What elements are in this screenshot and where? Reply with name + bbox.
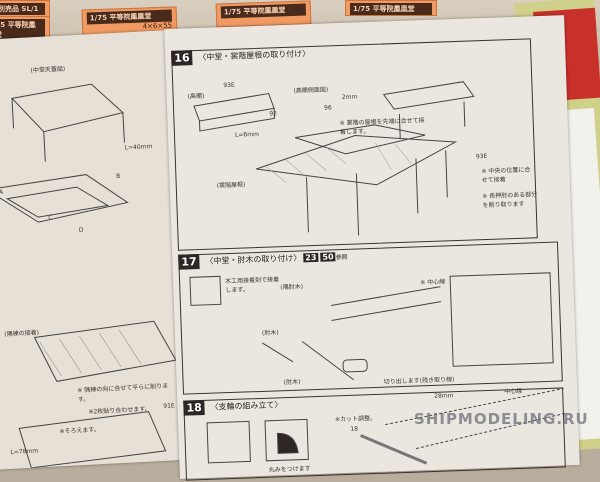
watermark: SHIPMODELING.RU xyxy=(414,410,589,428)
step-18: 18 〈支輪の組み立て〉 丸みをつけます ※カット調整。 18 28mm 中心線 xyxy=(183,387,566,481)
caption: L=78mm xyxy=(10,447,39,456)
caption: ※ 中心線 xyxy=(420,278,446,287)
caption: ※カット調整。 xyxy=(334,414,377,424)
caption: L=40mm xyxy=(124,143,153,152)
caption: 28mm xyxy=(434,392,454,400)
caption: (肘木) xyxy=(283,378,301,387)
caption: 93E xyxy=(475,152,488,161)
caption: 丸みをつけます xyxy=(268,465,311,474)
caption: 中心線 xyxy=(504,387,523,396)
caption: (中堂天蓋組) xyxy=(30,65,66,75)
caption: ※ 長押肘のある部分を削り取ります xyxy=(482,191,538,210)
caption: (高欄) xyxy=(187,92,205,101)
caption: (肘木) xyxy=(261,329,279,337)
caption: ※ 裳階の屋根を先端に合せて接着します。 xyxy=(339,117,425,137)
label-title: 1/75 平等院鳳凰堂 xyxy=(350,3,432,15)
caption: ※ 中央の位置に合せて接着 xyxy=(481,166,531,185)
bracket-drawing xyxy=(189,272,554,381)
caption: (隅棟の接着) xyxy=(4,329,40,339)
caption: D xyxy=(78,226,84,235)
caption: (裳階屋根) xyxy=(216,181,246,190)
part-label: 1/75 平等院鳳凰堂 xyxy=(0,16,50,41)
caption: C xyxy=(48,214,53,222)
caption: (隅肘木) xyxy=(280,283,304,292)
caption: 96 xyxy=(324,104,332,112)
instruction-page-left: (中堂天蓋組) A B C D L=40mm (隅棟の接着) ※ 隅棟の向に合せ… xyxy=(0,30,192,470)
label-title: 1/75 平等院鳳凰堂 xyxy=(220,3,307,19)
label-title: 1/75 平等院鳳凰堂 xyxy=(0,19,45,41)
caption: L=6mm xyxy=(234,130,260,139)
caption: A xyxy=(0,188,4,197)
caption: (高欄側面図) xyxy=(293,86,329,95)
caption: 92 xyxy=(269,110,278,118)
caption: 18 xyxy=(350,425,359,433)
label-title: 別売品 SL/1 xyxy=(0,3,45,15)
step-16: 16 〈中堂・裳階屋根の取り付け〉 (高欄) 93E (高欄側面図) 92 96… xyxy=(171,38,538,251)
caption: 93E xyxy=(223,81,235,90)
caption: 木工用接着剤で接着します。 xyxy=(224,276,280,295)
support-drawing xyxy=(206,388,566,465)
part-label: 1/75 平等院鳳凰堂 xyxy=(345,0,437,16)
caption: 91E xyxy=(163,402,175,410)
roof-drawing xyxy=(193,81,475,236)
caption: 2mm xyxy=(341,93,358,101)
caption: B xyxy=(116,172,121,180)
